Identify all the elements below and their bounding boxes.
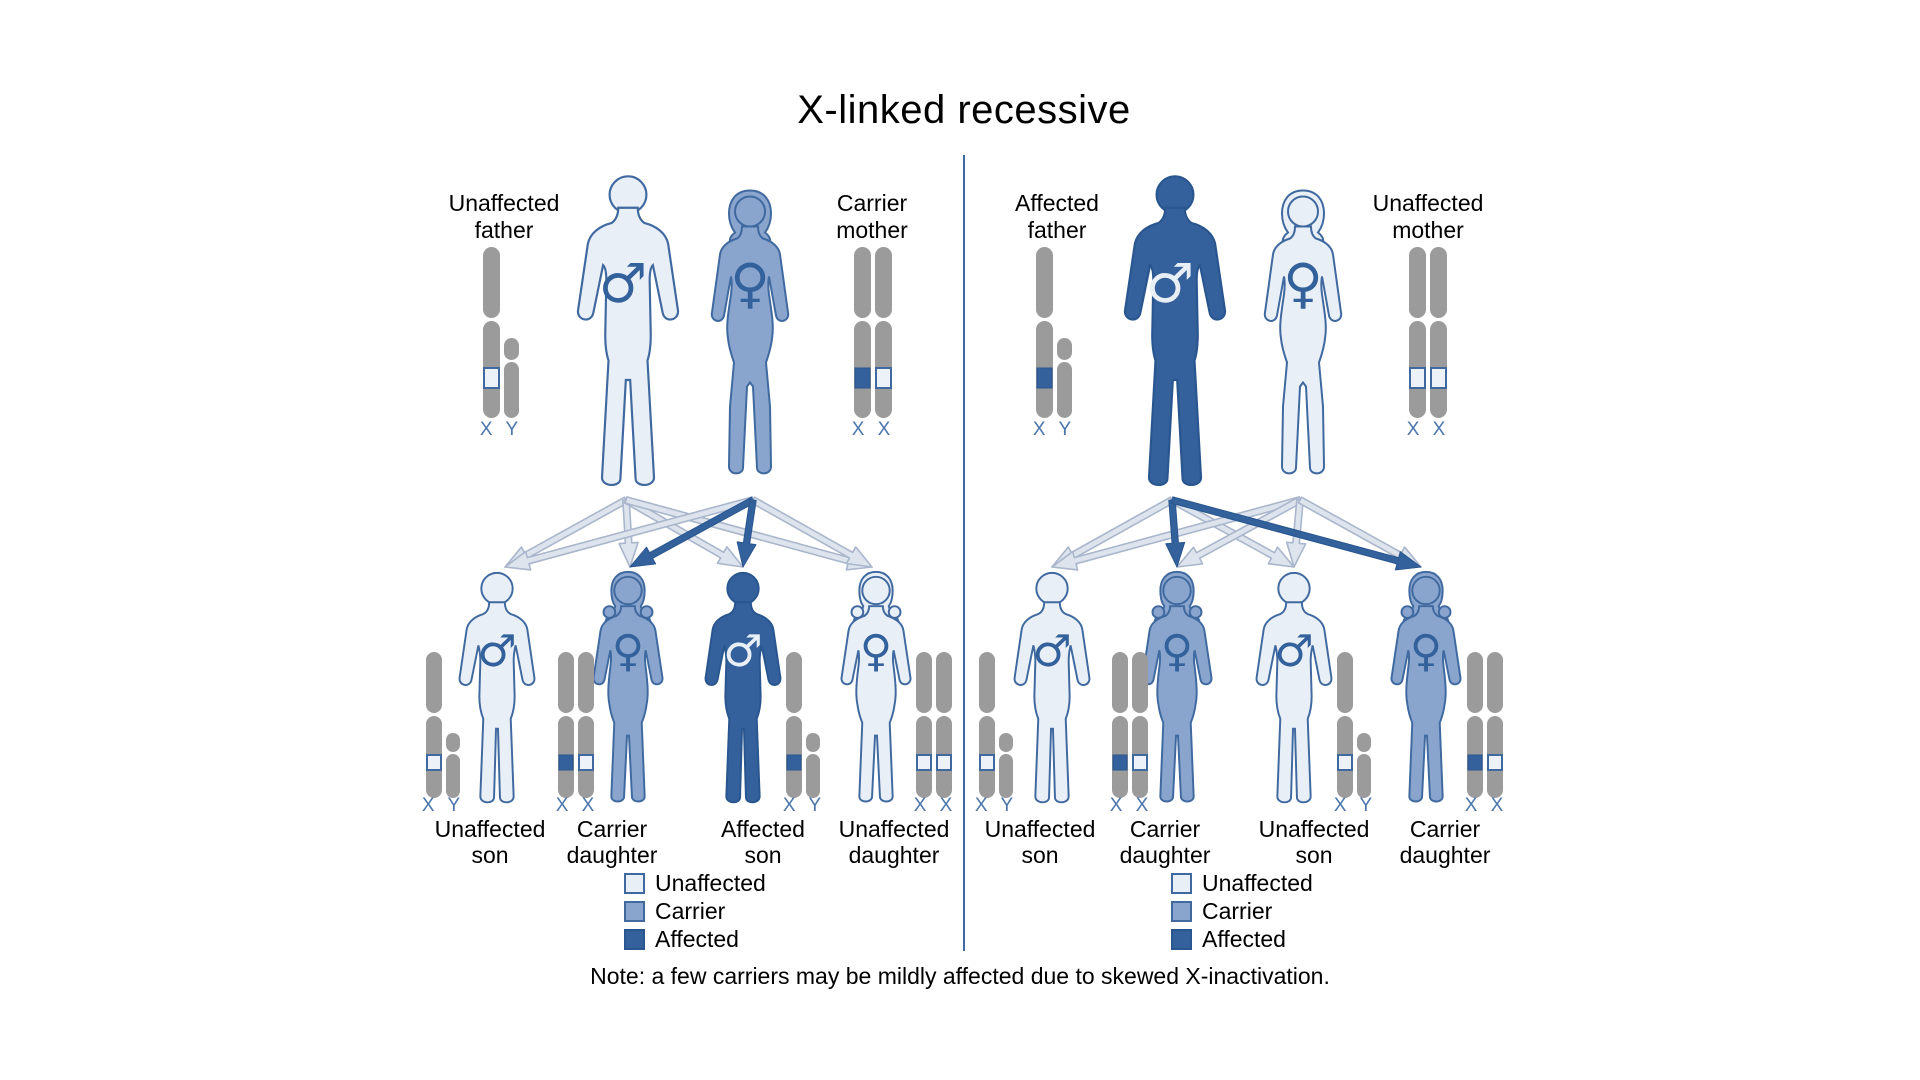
unaffected-swatch: [1171, 872, 1192, 894]
arrow-left-mother-to-child1: [504, 496, 755, 571]
note-text: Note: a few carriers may be mildly affec…: [590, 963, 1330, 989]
page-title: X-linked recessive: [797, 88, 1131, 132]
child-label: Carrier daughter: [1399, 816, 1491, 868]
child-chromosomes: [558, 652, 594, 803]
legend-label: Affected: [655, 925, 739, 952]
female-symbol: ♀: [1160, 626, 1194, 677]
arrow-left-mother-to-child3: [736, 499, 757, 568]
mother-silhouette: [1263, 189, 1343, 475]
child-karyotype: X X: [1109, 795, 1153, 816]
female-symbol: ♀: [1409, 626, 1443, 677]
legend-item-carrier: Carrier: [1171, 897, 1273, 924]
male-symbol: ♂: [1145, 252, 1195, 315]
father-label: Unaffected father: [448, 190, 560, 243]
carrier-swatch: [624, 900, 645, 922]
child-chromosomes: [979, 652, 1013, 803]
child-chromosomes: [786, 652, 820, 803]
child-karyotype: X X: [1464, 795, 1508, 816]
mother-silhouette: [710, 189, 790, 475]
panel-divider: [963, 155, 965, 951]
female-symbol: ♀: [730, 252, 770, 315]
child-silhouette: [704, 571, 782, 804]
child-label: Carrier daughter: [1119, 816, 1211, 868]
child-label: Unaffected son: [1258, 816, 1370, 868]
child-karyotype: X Y: [1333, 795, 1377, 816]
male-symbol: ♂: [1032, 626, 1072, 677]
male-symbol: ♂: [477, 626, 517, 677]
mother-chromosomes: [1409, 247, 1447, 423]
father-karyotype: X Y: [479, 419, 523, 440]
child-silhouette: [840, 570, 912, 803]
legend-item-unaffected: Unaffected: [1171, 869, 1313, 896]
legend-item-affected: Affected: [1171, 925, 1286, 952]
legend-label: Carrier: [1202, 897, 1273, 924]
child-chromosomes: [1467, 652, 1503, 803]
arrow-right-father-to-child2: [1165, 499, 1186, 568]
child-label: Carrier daughter: [566, 816, 658, 868]
child-karyotype: X Y: [421, 795, 465, 816]
legend-label: Unaffected: [1202, 869, 1313, 896]
child-chromosomes: [426, 652, 460, 803]
unaffected-swatch: [624, 872, 645, 894]
child-karyotype: X X: [555, 795, 599, 816]
male-symbol: ♂: [598, 252, 648, 315]
father-karyotype: X Y: [1032, 419, 1076, 440]
legend-label: Carrier: [655, 897, 726, 924]
arrow-right-father-to-child4: [1170, 496, 1422, 571]
affected-swatch: [624, 928, 645, 950]
mother-chromosomes: [854, 247, 892, 423]
female-symbol: ♀: [859, 626, 893, 677]
affected-swatch: [1171, 928, 1192, 950]
arrow-right-mother-to-child2: [1176, 496, 1303, 568]
male-symbol: ♂: [1274, 626, 1314, 677]
female-symbol: ♀: [611, 626, 645, 677]
male-symbol: ♂: [723, 626, 763, 677]
child-label: Unaffected son: [434, 816, 546, 868]
mother-karyotype: X X: [851, 419, 895, 440]
mother-label: Unaffected mother: [1372, 190, 1484, 243]
child-chromosomes: [1337, 652, 1371, 803]
mother-karyotype: X X: [1406, 419, 1450, 440]
father-silhouette: [1123, 175, 1227, 487]
arrow-left-mother-to-child2: [629, 496, 756, 568]
legend-item-unaffected: Unaffected: [624, 869, 766, 896]
legend-item-carrier: Carrier: [624, 897, 726, 924]
carrier-swatch: [1171, 900, 1192, 922]
father-chromosomes: [483, 247, 519, 423]
child-karyotype: X Y: [782, 795, 826, 816]
child-karyotype: X Y: [974, 795, 1018, 816]
father-chromosomes: [1036, 247, 1072, 423]
child-silhouette: [1013, 571, 1091, 804]
child-label: Affected son: [721, 816, 805, 868]
child-chromosomes: [916, 652, 952, 803]
mother-label: Carrier mother: [836, 190, 908, 243]
child-chromosomes: [1112, 652, 1148, 803]
female-symbol: ♀: [1283, 252, 1323, 315]
child-label: Unaffected daughter: [838, 816, 950, 868]
arrow-left-mother-to-child4: [750, 496, 873, 568]
legend-label: Unaffected: [655, 869, 766, 896]
legend-item-affected: Affected: [624, 925, 739, 952]
child-silhouette: [1255, 571, 1333, 804]
legend-label: Affected: [1202, 925, 1286, 952]
child-label: Unaffected son: [984, 816, 1096, 868]
father-silhouette: [576, 175, 680, 487]
father-label: Affected father: [1015, 190, 1099, 243]
child-silhouette: [1390, 570, 1462, 803]
child-karyotype: X X: [913, 795, 957, 816]
